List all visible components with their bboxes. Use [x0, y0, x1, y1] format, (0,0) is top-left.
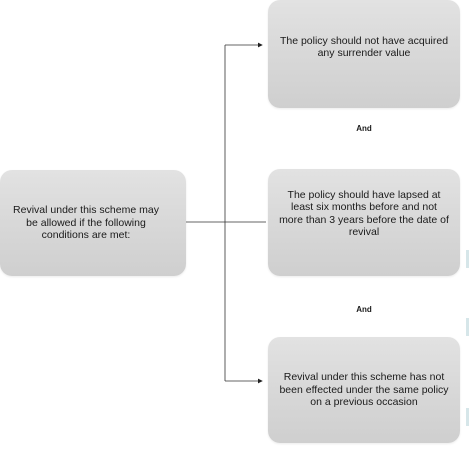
source-condition-box: Revival under this scheme may be allowed…: [0, 170, 186, 276]
condition-box-1: The policy should not have acquired any …: [268, 0, 460, 108]
edge-decoration: [466, 408, 469, 426]
condition-text-1: The policy should not have acquired any …: [279, 34, 449, 60]
condition-text-2: The policy should have lapsed at least s…: [279, 188, 449, 239]
condition-box-3: Revival under this scheme has not been e…: [268, 337, 460, 443]
condition-box-2: The policy should have lapsed at least s…: [268, 169, 460, 276]
and-connector-label-2: And: [356, 305, 372, 314]
edge-decoration: [466, 318, 469, 336]
source-condition-text: Revival under this scheme may be allowed…: [13, 204, 159, 242]
and-connector-label-1: And: [356, 124, 372, 133]
condition-text-3: Revival under this scheme has not been e…: [279, 371, 449, 409]
edge-decoration: [466, 250, 469, 268]
